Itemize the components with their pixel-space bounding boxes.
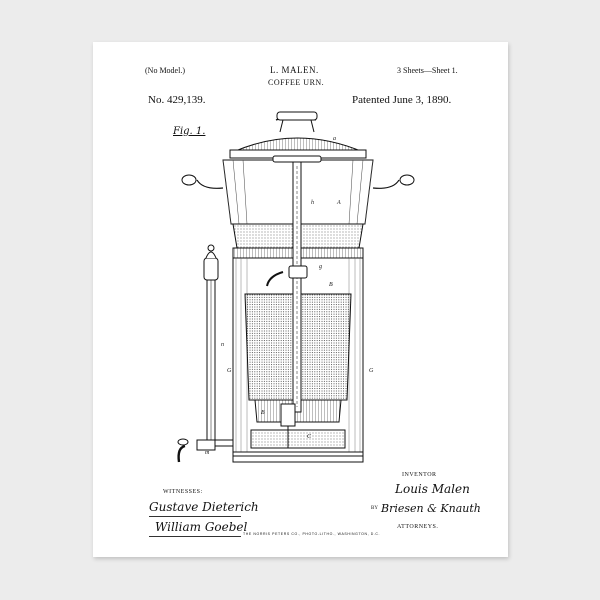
part-label: a <box>333 136 336 142</box>
inventor-label: INVENTOR <box>402 472 437 478</box>
part-label: g <box>319 264 322 270</box>
printer-credit: THE NORRIS PETERS CO., PHOTO-LITHO., WAS… <box>243 532 381 536</box>
sheet-count: 3 Sheets—Sheet 1. <box>397 66 458 75</box>
part-label: C <box>307 434 312 440</box>
part-label: h <box>311 200 314 206</box>
part-label: n <box>221 342 224 348</box>
witnesses-label: WITNESSES: <box>163 489 203 495</box>
part-label: m <box>205 450 210 456</box>
by-label: BY <box>371 506 378 511</box>
part-label: G <box>369 368 374 374</box>
signature-line <box>149 516 241 517</box>
witness-signature-1: Gustave Dieterich <box>149 500 259 514</box>
part-label: G <box>227 368 232 374</box>
patent-poster: (No Model.) L. MALEN. COFFEE URN. 3 Shee… <box>93 42 508 557</box>
inventor-name: L. MALEN. <box>270 65 319 75</box>
patent-number: No. 429,139. <box>148 94 206 106</box>
part-label: A <box>336 200 341 206</box>
part-label: B <box>329 282 333 288</box>
coffee-urn-drawing: a A h B g G G n m C B <box>177 111 415 463</box>
attorneys-signature: Briesen & Knauth <box>381 502 481 515</box>
figure-label: Fig. 1. <box>173 126 206 137</box>
patent-title: COFFEE URN. <box>268 78 325 87</box>
patent-date: Patented June 3, 1890. <box>352 94 452 106</box>
inventor-signature: Louis Malen <box>395 482 470 496</box>
witness-signature-2: William Goebel <box>155 520 248 534</box>
model-note: (No Model.) <box>145 66 185 75</box>
signature-line <box>149 536 241 537</box>
urn-outline <box>177 111 415 463</box>
attorneys-label: ATTORNEYS. <box>397 524 439 530</box>
part-label: B <box>261 410 265 416</box>
